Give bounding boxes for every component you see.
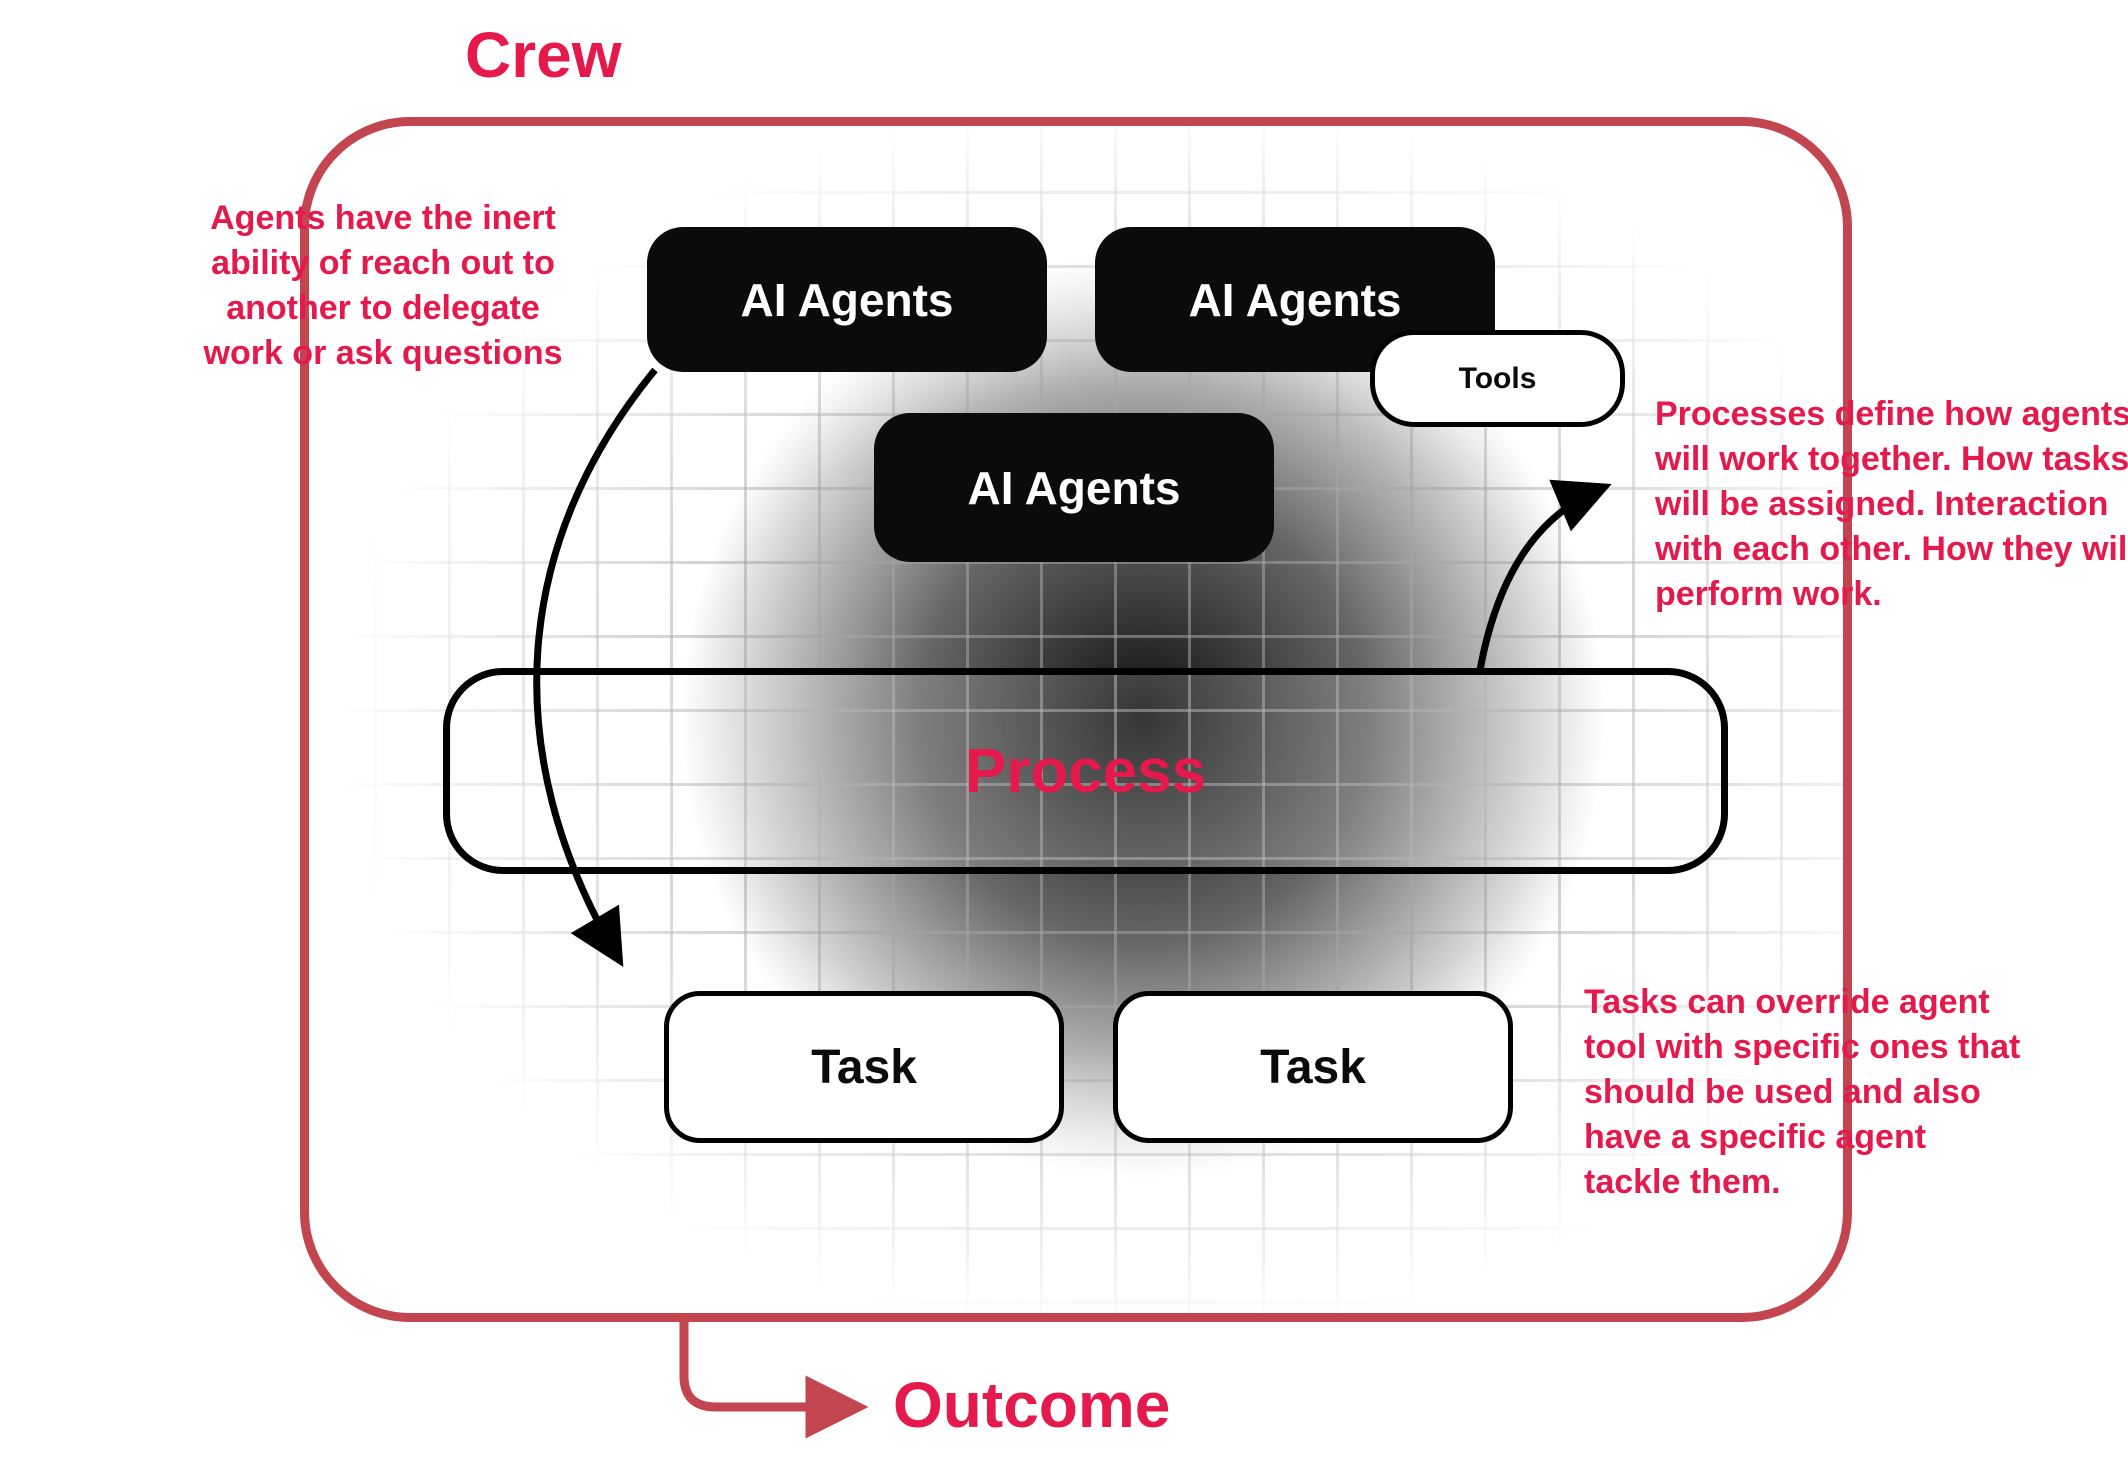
outcome-title: Outcome [893,1369,1171,1441]
agents-delegate-note: Agents have the inert ability of reach o… [203,199,563,372]
tools-node: Tools [1370,330,1625,427]
crew-title: Crew [465,19,622,91]
process-definition-note: Processes define how agents will work to… [1655,395,2128,613]
outcome-arrow [679,1316,869,1439]
ai-agents-node-middle: AI Agents [874,413,1274,562]
task-node-left: Task [664,991,1064,1143]
tasks-override-note: Tasks can override agent tool with speci… [1584,983,2021,1201]
process-node: Process [443,668,1728,874]
task-node-right: Task [1113,991,1513,1143]
ai-agents-node-top-left: AI Agents [647,227,1047,372]
